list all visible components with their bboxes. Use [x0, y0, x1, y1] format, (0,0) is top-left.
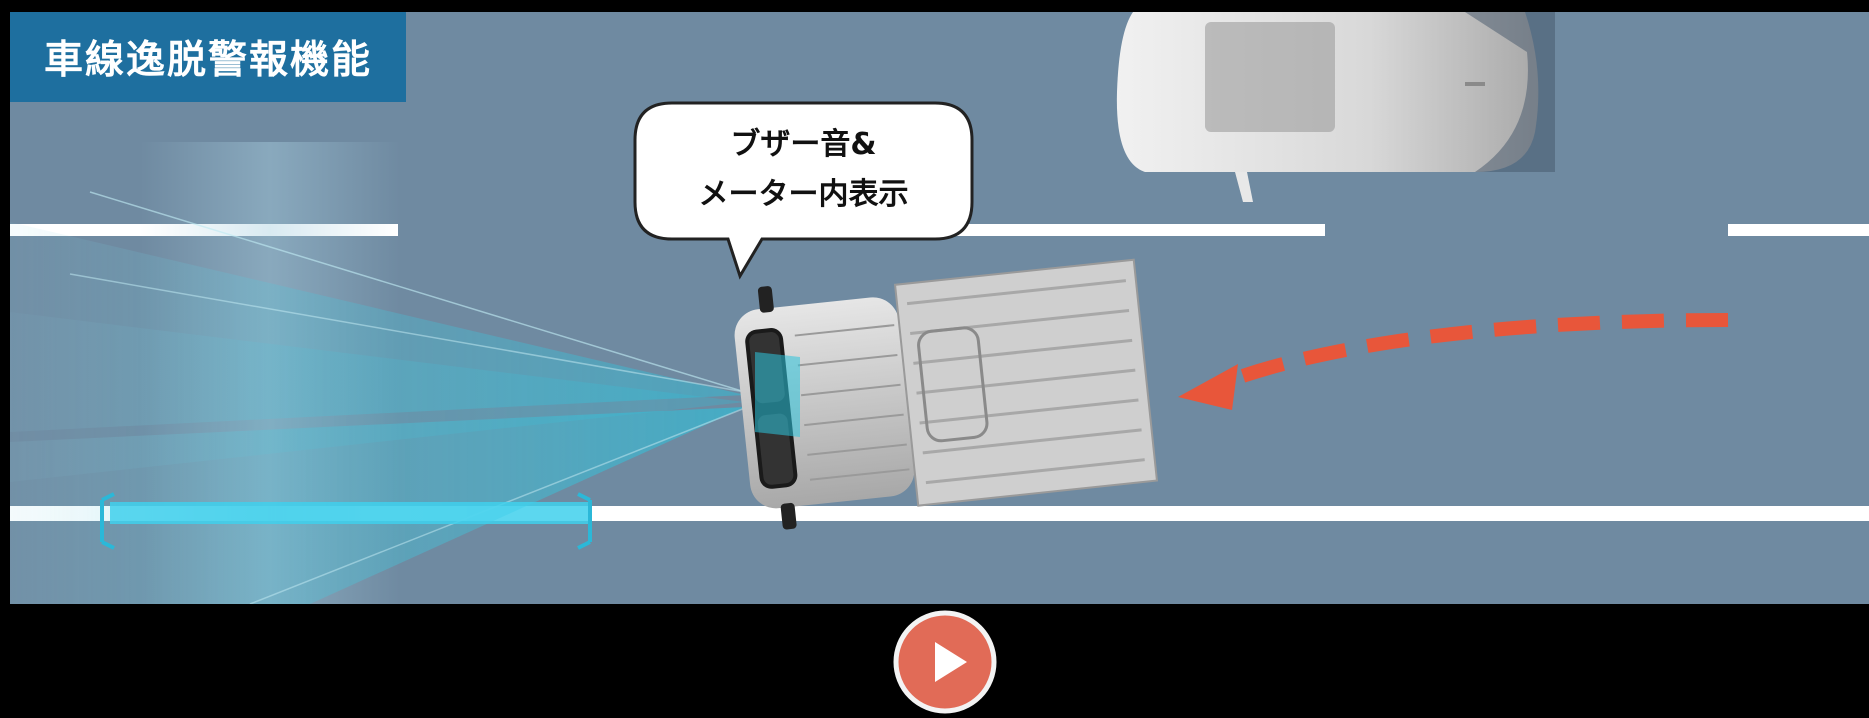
lane-dash-2 — [910, 224, 1325, 236]
bubble-line-1: ブザー音& — [730, 127, 877, 162]
speech-bubble: ブザー音& メーター内表示 — [632, 100, 975, 280]
lane-dash-3 — [1728, 224, 1869, 236]
road-illustration — [10, 12, 1869, 604]
speech-bubble-shape — [633, 101, 974, 280]
play-button[interactable] — [893, 610, 997, 714]
trajectory-arrow — [1178, 313, 1729, 410]
video-frame: 車線逸脱警報機能 ブザー音& メーター内表示 — [10, 12, 1869, 714]
bubble-line-2: メーター内表示 — [698, 177, 909, 212]
sensor-beam — [10, 191, 746, 604]
feature-title: 車線逸脱警報機能 — [10, 12, 406, 102]
play-button-icon — [893, 610, 997, 714]
van — [1116, 12, 1555, 202]
lane-detect-highlight — [100, 492, 592, 550]
truck — [734, 258, 1159, 530]
